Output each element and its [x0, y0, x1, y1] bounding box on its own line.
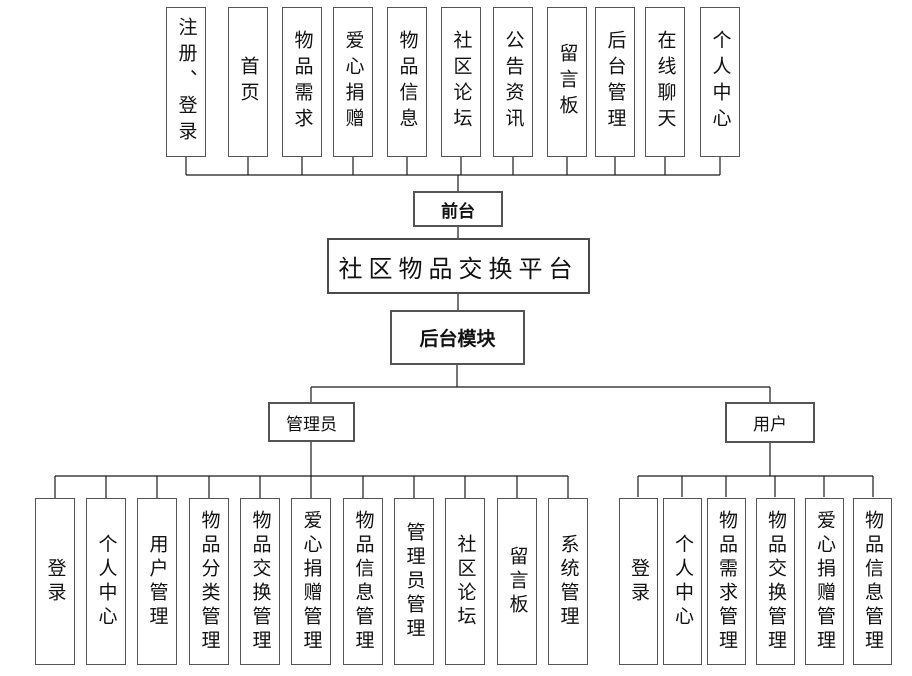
admin-module-community-forum: 社区论坛 — [445, 498, 485, 665]
admin-label: 管理员 — [286, 414, 337, 434]
front-module-label: 公告资讯 — [502, 30, 524, 134]
front-module-label: 社区论坛 — [450, 30, 472, 134]
front-module-backend-management: 后台管理 — [595, 7, 635, 157]
node-user: 用户 — [725, 402, 815, 443]
node-front-stage: 前台 — [413, 191, 503, 227]
front-module-label: 首页 — [237, 56, 259, 108]
front-module-love-donation: 爱心捐赠 — [333, 7, 373, 157]
admin-module-login: 登录 — [35, 498, 75, 665]
user-module-love-donation-management: 爱心捐赠管理 — [805, 498, 844, 665]
front-module-label: 留言板 — [556, 43, 578, 121]
admin-module-admin-management: 管理员管理 — [394, 498, 434, 665]
user-module-label: 登录 — [628, 557, 649, 606]
admin-module-label: 登录 — [44, 557, 66, 606]
admin-module-personal-center: 个人中心 — [86, 498, 126, 665]
admin-module-label: 管理员管理 — [403, 521, 425, 642]
node-admin: 管理员 — [268, 402, 355, 442]
front-module-message-board: 留言板 — [547, 7, 587, 157]
admin-module-label: 物品信息管理 — [352, 509, 374, 654]
user-module-label: 物品需求管理 — [716, 509, 737, 654]
admin-module-label: 个人中心 — [95, 533, 117, 630]
node-platform-title: 社区物品交换平台 — [327, 238, 590, 294]
front-module-label: 后台管理 — [604, 30, 626, 134]
user-label: 用户 — [753, 415, 787, 434]
admin-module-item-category-management: 物品分类管理 — [189, 498, 229, 665]
front-module-registration-login: 注册、登录 — [166, 7, 206, 157]
admin-module-label: 物品交换管理 — [249, 509, 271, 654]
admin-module-system-management: 系统管理 — [548, 498, 588, 665]
user-module-item-exchange-management: 物品交换管理 — [756, 498, 795, 665]
front-module-community-forum: 社区论坛 — [441, 7, 481, 157]
admin-module-label: 物品分类管理 — [198, 509, 220, 654]
front-module-label: 注册、登录 — [175, 17, 197, 147]
user-module-label: 物品交换管理 — [765, 509, 786, 654]
user-module-item-demand-management: 物品需求管理 — [707, 498, 746, 665]
user-module-personal-center: 个人中心 — [663, 498, 702, 665]
admin-module-label: 用户管理 — [146, 533, 168, 630]
node-backend-module: 后台模块 — [390, 310, 525, 365]
user-module-label: 物品信息管理 — [862, 509, 883, 654]
user-module-label: 个人中心 — [672, 533, 693, 630]
front-module-label: 在线聊天 — [654, 30, 676, 134]
front-module-online-chat: 在线聊天 — [645, 7, 685, 157]
admin-module-item-exchange-management: 物品交换管理 — [240, 498, 280, 665]
admin-module-message-board: 留言板 — [497, 498, 537, 665]
front-module-announcements: 公告资讯 — [493, 7, 533, 157]
front-module-label: 物品需求 — [291, 30, 313, 134]
platform-title-label: 社区物品交换平台 — [338, 256, 579, 283]
front-module-item-demand: 物品需求 — [282, 7, 322, 157]
front-stage-label: 前台 — [441, 201, 475, 221]
front-module-personal-center: 个人中心 — [700, 7, 740, 157]
admin-module-item-info-management: 物品信息管理 — [343, 498, 383, 665]
admin-module-label: 系统管理 — [557, 533, 579, 630]
front-module-label: 爱心捐赠 — [342, 30, 364, 134]
front-module-label: 物品信息 — [396, 30, 418, 134]
admin-module-love-donation-management: 爱心捐赠管理 — [291, 498, 331, 665]
front-module-item-info: 物品信息 — [387, 7, 427, 157]
admin-module-label: 爱心捐赠管理 — [300, 509, 322, 654]
user-module-label: 爱心捐赠管理 — [814, 509, 835, 654]
front-module-label: 个人中心 — [709, 30, 731, 134]
admin-module-label: 留言板 — [506, 545, 528, 618]
front-module-home: 首页 — [228, 7, 268, 157]
backend-module-label: 后台模块 — [419, 329, 496, 350]
admin-module-label: 社区论坛 — [454, 533, 476, 630]
user-module-login: 登录 — [619, 498, 658, 665]
admin-module-user-management: 用户管理 — [137, 498, 177, 665]
user-module-item-info-management: 物品信息管理 — [853, 498, 892, 665]
